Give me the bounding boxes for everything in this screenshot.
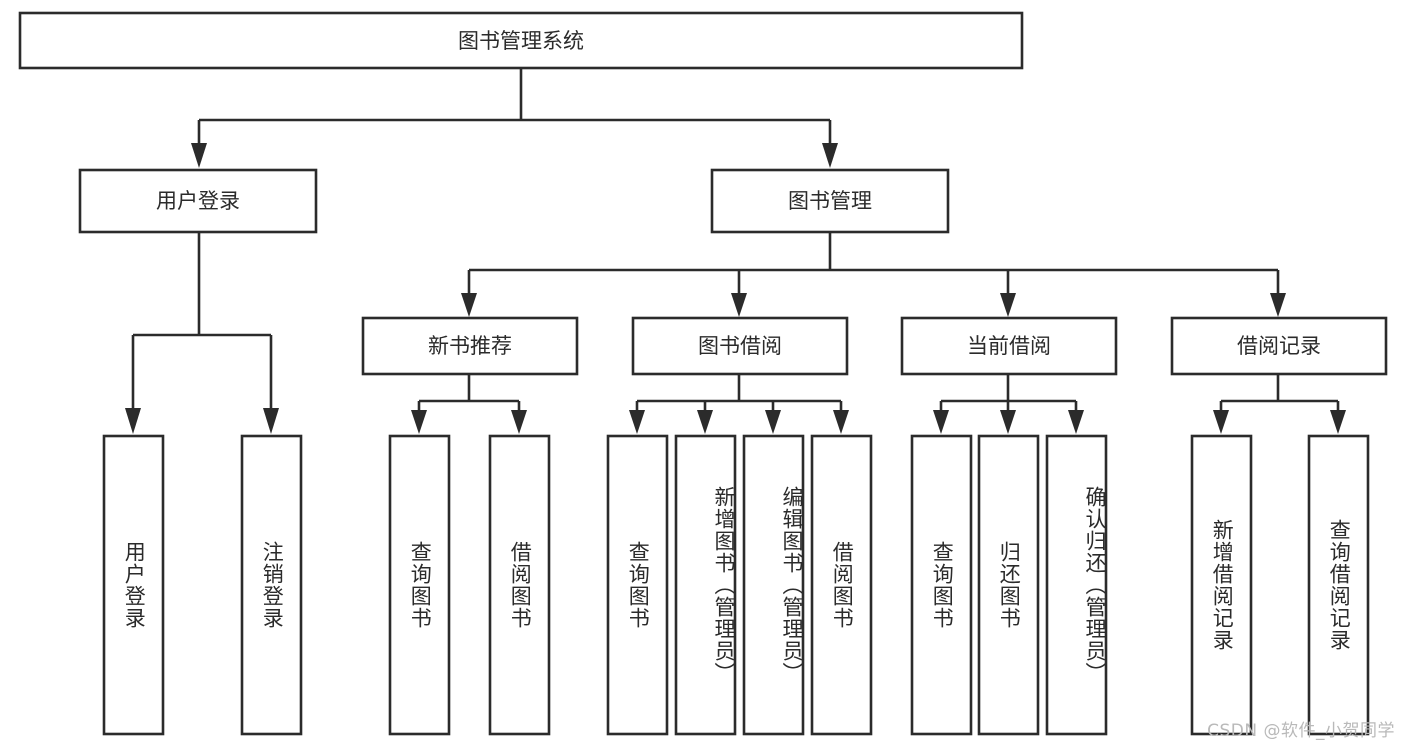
leaf-box-current-borrow-2[interactable] — [977, 434, 1040, 736]
arrowhead-user-login — [191, 143, 207, 168]
node-new-book-recommend[interactable] — [361, 316, 579, 376]
arrowhead-new-book — [461, 293, 477, 317]
node-borrow-record[interactable] — [1170, 316, 1388, 376]
nodes-layer: 图书管理系统 用户登录 图书管理 新书推荐 图书借阅 当前借阅 借阅记录 — [18, 11, 1388, 736]
leaf-box-book-borrow-2[interactable] — [674, 434, 737, 736]
arrowhead-book-borrow-leaf2 — [697, 410, 713, 434]
arrowhead-current-borrow-leaf2 — [1000, 410, 1016, 434]
node-user-login[interactable] — [78, 168, 318, 234]
arrowhead-borrow-record-leaf1 — [1213, 410, 1229, 434]
arrowhead-current-borrow — [1000, 293, 1016, 317]
arrowhead-current-borrow-leaf3 — [1068, 410, 1084, 434]
leaf-box-user-login-2[interactable] — [240, 434, 303, 736]
leaf-box-borrow-record-1[interactable] — [1190, 434, 1253, 736]
node-new-book-recommend-label: 新书推荐 — [428, 334, 512, 358]
arrowhead-borrow-record-leaf2 — [1330, 410, 1346, 434]
leaf-box-new-book-2[interactable] — [488, 434, 551, 736]
arrowhead-new-book-leaf1 — [411, 410, 427, 434]
node-current-borrow[interactable] — [900, 316, 1118, 376]
arrowhead-user-login-leaf2 — [263, 408, 279, 434]
leaf-box-borrow-record-2[interactable] — [1307, 434, 1370, 736]
leaf-box-book-borrow-4[interactable] — [810, 434, 873, 736]
node-root-book-management-system[interactable] — [18, 11, 1024, 70]
node-user-login-label: 用户登录 — [156, 189, 240, 213]
arrowhead-book-borrow-leaf1 — [629, 410, 645, 434]
arrowhead-user-login-leaf1 — [125, 408, 141, 434]
node-book-management-label: 图书管理 — [788, 189, 872, 213]
node-current-borrow-label: 当前借阅 — [967, 334, 1051, 358]
node-book-borrow[interactable] — [631, 316, 849, 376]
arrowhead-new-book-leaf2 — [511, 410, 527, 434]
node-borrow-record-label: 借阅记录 — [1237, 334, 1321, 358]
leaf-box-new-book-1[interactable] — [388, 434, 451, 736]
node-root-label: 图书管理系统 — [458, 29, 584, 53]
node-book-management[interactable] — [710, 168, 950, 234]
arrowhead-borrow-record — [1270, 293, 1286, 317]
arrowhead-current-borrow-leaf1 — [933, 410, 949, 434]
arrowhead-book-borrow — [731, 293, 747, 317]
connectors-layer — [125, 68, 1346, 434]
leaf-box-book-borrow-1[interactable] — [606, 434, 669, 736]
node-book-borrow-label: 图书借阅 — [698, 334, 782, 358]
arrowhead-book-borrow-leaf4 — [833, 410, 849, 434]
csdn-watermark: CSDN @软件_小贺同学 — [1207, 721, 1395, 741]
leaf-box-current-borrow-1[interactable] — [910, 434, 973, 736]
arrowhead-book-mgmt — [822, 143, 838, 168]
leaf-box-user-login-1[interactable] — [102, 434, 165, 736]
leaf-box-book-borrow-3[interactable] — [742, 434, 805, 736]
arrowhead-book-borrow-leaf3 — [765, 410, 781, 434]
leaf-box-current-borrow-3[interactable] — [1045, 434, 1108, 736]
